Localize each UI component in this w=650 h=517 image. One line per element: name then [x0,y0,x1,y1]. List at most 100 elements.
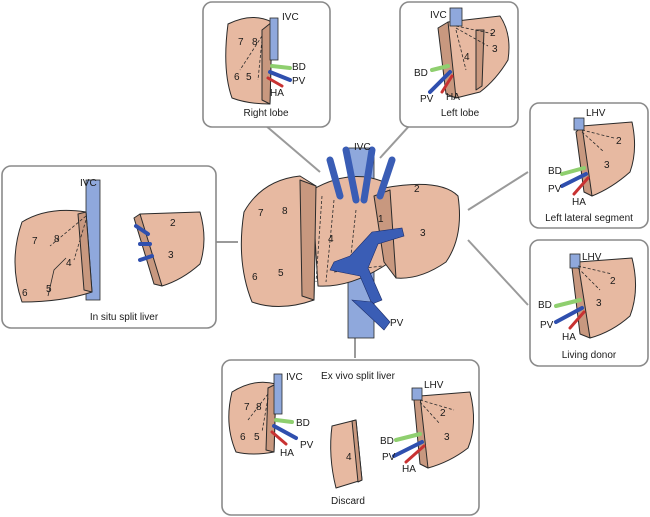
ex-vivo-left-bd-label: BD [380,436,394,447]
ex-vivo-ivc [273,373,283,415]
center-left-lobe [383,183,460,279]
right-lobe-ivc [269,17,279,61]
living-donor-ha-label: HA [562,332,576,343]
living-donor-lhv [569,253,581,269]
center-seg-1: 1 [378,214,384,225]
in-situ-ivc-label: IVC [80,178,97,189]
in-situ-seg-5: 5 [46,284,52,295]
in-situ-right-liver [14,209,93,303]
in-situ-left-cut-surface [133,213,163,287]
left-lateral-lhv-label: LHV [586,108,606,119]
ex-vivo-right-portal-vein [272,424,298,440]
in-situ-seg-7: 7 [32,236,38,247]
living-donor-bile-duct [554,298,582,308]
ex-vivo-lhv-label: LHV [424,380,444,391]
right-lobe-seg-6: 6 [234,72,240,83]
in-situ-cut-surface [77,211,93,293]
left-lobe-portal-vein [428,70,452,94]
left-lobe-caption: Left lobe [441,108,480,119]
ex-vivo-seg-4: 4 [346,452,352,463]
in-situ-seg-2: 2 [170,218,176,229]
ex-vivo-seg-8: 8 [256,402,262,413]
left-lateral-seg-3: 3 [604,160,610,171]
center-seg-2: 2 [414,184,420,195]
right-lobe-liver [225,17,273,105]
center-seg-5: 5 [278,268,284,279]
left-lateral-caption: Left lateral segment [545,213,633,224]
living-donor-portal-vein [554,306,584,324]
ex-vivo-right-pv-label: PV [300,440,314,451]
ex-vivo-right-liver [228,381,277,455]
ex-vivo-left-portal-vein [392,440,424,458]
left-lobe-seg-3: 3 [492,44,498,55]
in-situ-seg-8: 8 [54,234,60,245]
living-donor-seg-2: 2 [610,276,616,287]
right-lobe-seg-7: 7 [238,37,244,48]
panel-ex-vivo-split-liver: Ex vivo split liver IVC 7 8 6 5 BD PV HA… [221,359,480,516]
left-lobe-pv-label: PV [420,94,434,105]
ex-vivo-discard-label: Discard [331,496,365,507]
left-lobe-ivc-label: IVC [430,10,447,21]
ex-vivo-lhv [411,387,423,401]
ex-vivo-ivc-label: IVC [286,372,303,383]
left-lobe-fissure [475,29,485,91]
ex-vivo-seg-3: 3 [444,432,450,443]
left-lateral-pv-label: PV [548,184,562,195]
right-lobe-cut-surface [261,21,273,105]
center-dashed-lines [315,195,383,283]
living-donor-bd-label: BD [538,300,552,311]
left-lateral-portal-vein [560,172,588,188]
ex-vivo-seg-2: 2 [440,408,446,419]
panel-living-donor: LHV 2 3 BD PV HA Living donor [529,239,649,367]
left-lobe-bile-duct [430,64,450,72]
ex-vivo-right-veins [247,393,269,433]
ex-vivo-left-pv-label: PV [382,452,396,463]
ex-vivo-seg-7: 7 [244,402,250,413]
connectors [216,124,529,358]
connector-living-donor [467,239,529,306]
left-lobe-veins [455,25,495,71]
center-portal-trunk [351,299,391,331]
left-lateral-bile-duct [560,166,586,176]
right-lobe-ha-label: HA [270,88,284,99]
panel-left-lobe: IVC 2 3 4 BD PV HA Left lobe [399,1,519,128]
in-situ-seg-3: 3 [168,250,174,261]
panel-in-situ-split-liver: IVC 7 8 4 6 5 2 3 In situ split liver [1,165,217,329]
center-pv-label: PV [390,318,404,329]
ex-vivo-right-ha-label: HA [280,448,294,459]
left-lobe-seg-4: 4 [464,52,470,63]
connector-left-lobe [379,124,411,159]
right-lobe-pv-label: PV [292,76,306,87]
ex-vivo-seg-6: 6 [240,432,246,443]
connector-right-lobe [264,124,321,173]
living-donor-veins [577,265,613,291]
living-donor-pv-label: PV [540,320,554,331]
ex-vivo-right-bd-label: BD [296,418,310,429]
ex-vivo-discard-cut [351,419,363,483]
panel-left-lateral-segment: LHV 2 3 BD PV HA Left lateral segment [529,102,649,229]
right-lobe-seg-5: 5 [246,72,252,83]
center-whole-liver: IVC PV 7 8 6 5 4 1 2 3 [240,142,460,339]
panel-right-lobe: IVC 7 8 6 5 BD PV HA Right lobe [202,1,331,128]
center-cut-surface [299,179,317,301]
ex-vivo-right-hepatic-artery [270,430,288,446]
connector-left-lateral [467,171,529,211]
ex-vivo-caption: Ex vivo split liver [321,371,396,382]
left-lobe-hepatic-artery [440,74,454,94]
left-lobe-ha-label: HA [446,92,460,103]
left-lateral-ha-label: HA [572,197,586,208]
right-lobe-ivc-label: IVC [282,12,299,23]
ex-vivo-left-veins [419,399,455,425]
center-ivc-label: IVC [354,142,371,153]
left-lateral-veins [581,129,615,153]
in-situ-veins [49,215,87,261]
center-right-lobe [240,175,317,308]
in-situ-caption: In situ split liver [90,312,159,323]
center-portal-vein [329,227,405,305]
ex-vivo-left-ha-label: HA [402,464,416,475]
ex-vivo-right-bile-duct [274,418,294,424]
in-situ-segment-line [47,257,67,297]
left-lateral-bd-label: BD [548,166,562,177]
ex-vivo-left-bile-duct [394,432,422,442]
